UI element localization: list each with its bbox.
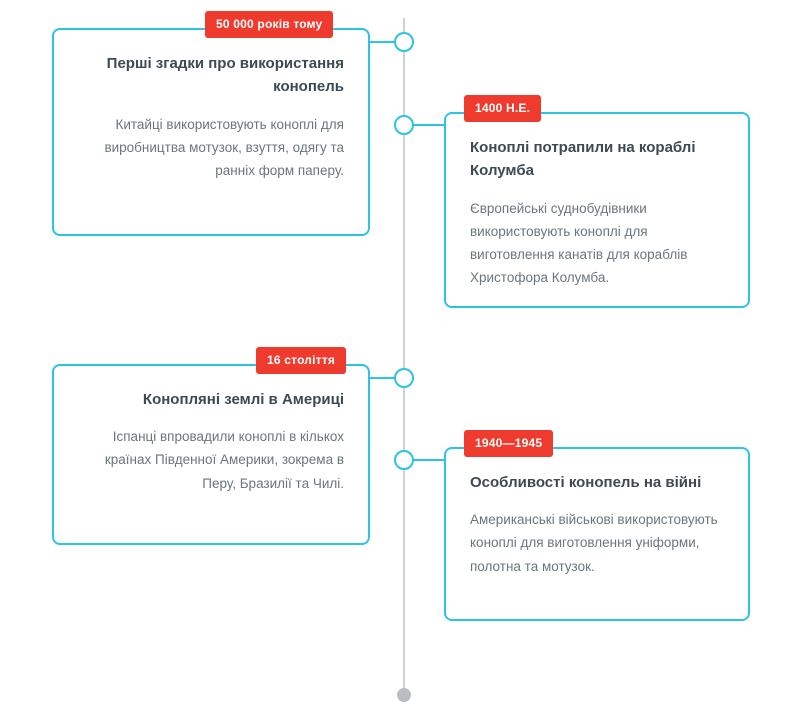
timeline-card-body: Американські військові використовують ко… bbox=[470, 512, 718, 574]
timeline-connector-2 bbox=[410, 124, 444, 126]
timeline-card-title: Перші згадки про використання конопель bbox=[106, 55, 344, 96]
timeline-card-1[interactable]: Перші згадки про використання конопель К… bbox=[52, 28, 370, 236]
timeline-connector-4 bbox=[410, 459, 444, 461]
timeline-node-1[interactable] bbox=[394, 32, 414, 52]
timeline-card-title: Коноплі потрапили на кораблі Колумба bbox=[470, 139, 696, 180]
timeline-card-body: Європейські суднобудівники використовуют… bbox=[470, 200, 688, 286]
timeline-badge-1: 50 000 років тому bbox=[205, 11, 334, 38]
timeline-spine bbox=[403, 18, 405, 690]
timeline-card-title: Конопляні землі в Америці bbox=[142, 391, 344, 408]
timeline-end-dot bbox=[397, 688, 411, 702]
timeline-card-2[interactable]: Коноплі потрапили на кораблі Колумба Євр… bbox=[444, 112, 750, 308]
timeline-node-2[interactable] bbox=[394, 115, 414, 135]
timeline-connector-1 bbox=[370, 41, 398, 43]
timeline-badge-2: 1400 Н.Е. bbox=[464, 95, 542, 122]
timeline-card-body: Китайці використовують коноплі для вироб… bbox=[104, 116, 344, 178]
timeline-node-4[interactable] bbox=[394, 450, 414, 470]
timeline-card-body: Іспанці впровадили коноплі в кількох кра… bbox=[104, 429, 344, 491]
timeline-connector-3 bbox=[370, 377, 398, 379]
timeline-badge-4: 1940—1945 bbox=[464, 430, 554, 457]
timeline-card-3[interactable]: Конопляні землі в Америці Іспанці впрова… bbox=[52, 364, 370, 545]
timeline-card-title: Особливості конопель на війні bbox=[470, 474, 702, 491]
timeline-card-4[interactable]: Особливості конопель на війні Американсь… bbox=[444, 447, 750, 621]
timeline-badge-3: 16 століття bbox=[256, 347, 347, 374]
timeline-node-3[interactable] bbox=[394, 368, 414, 388]
